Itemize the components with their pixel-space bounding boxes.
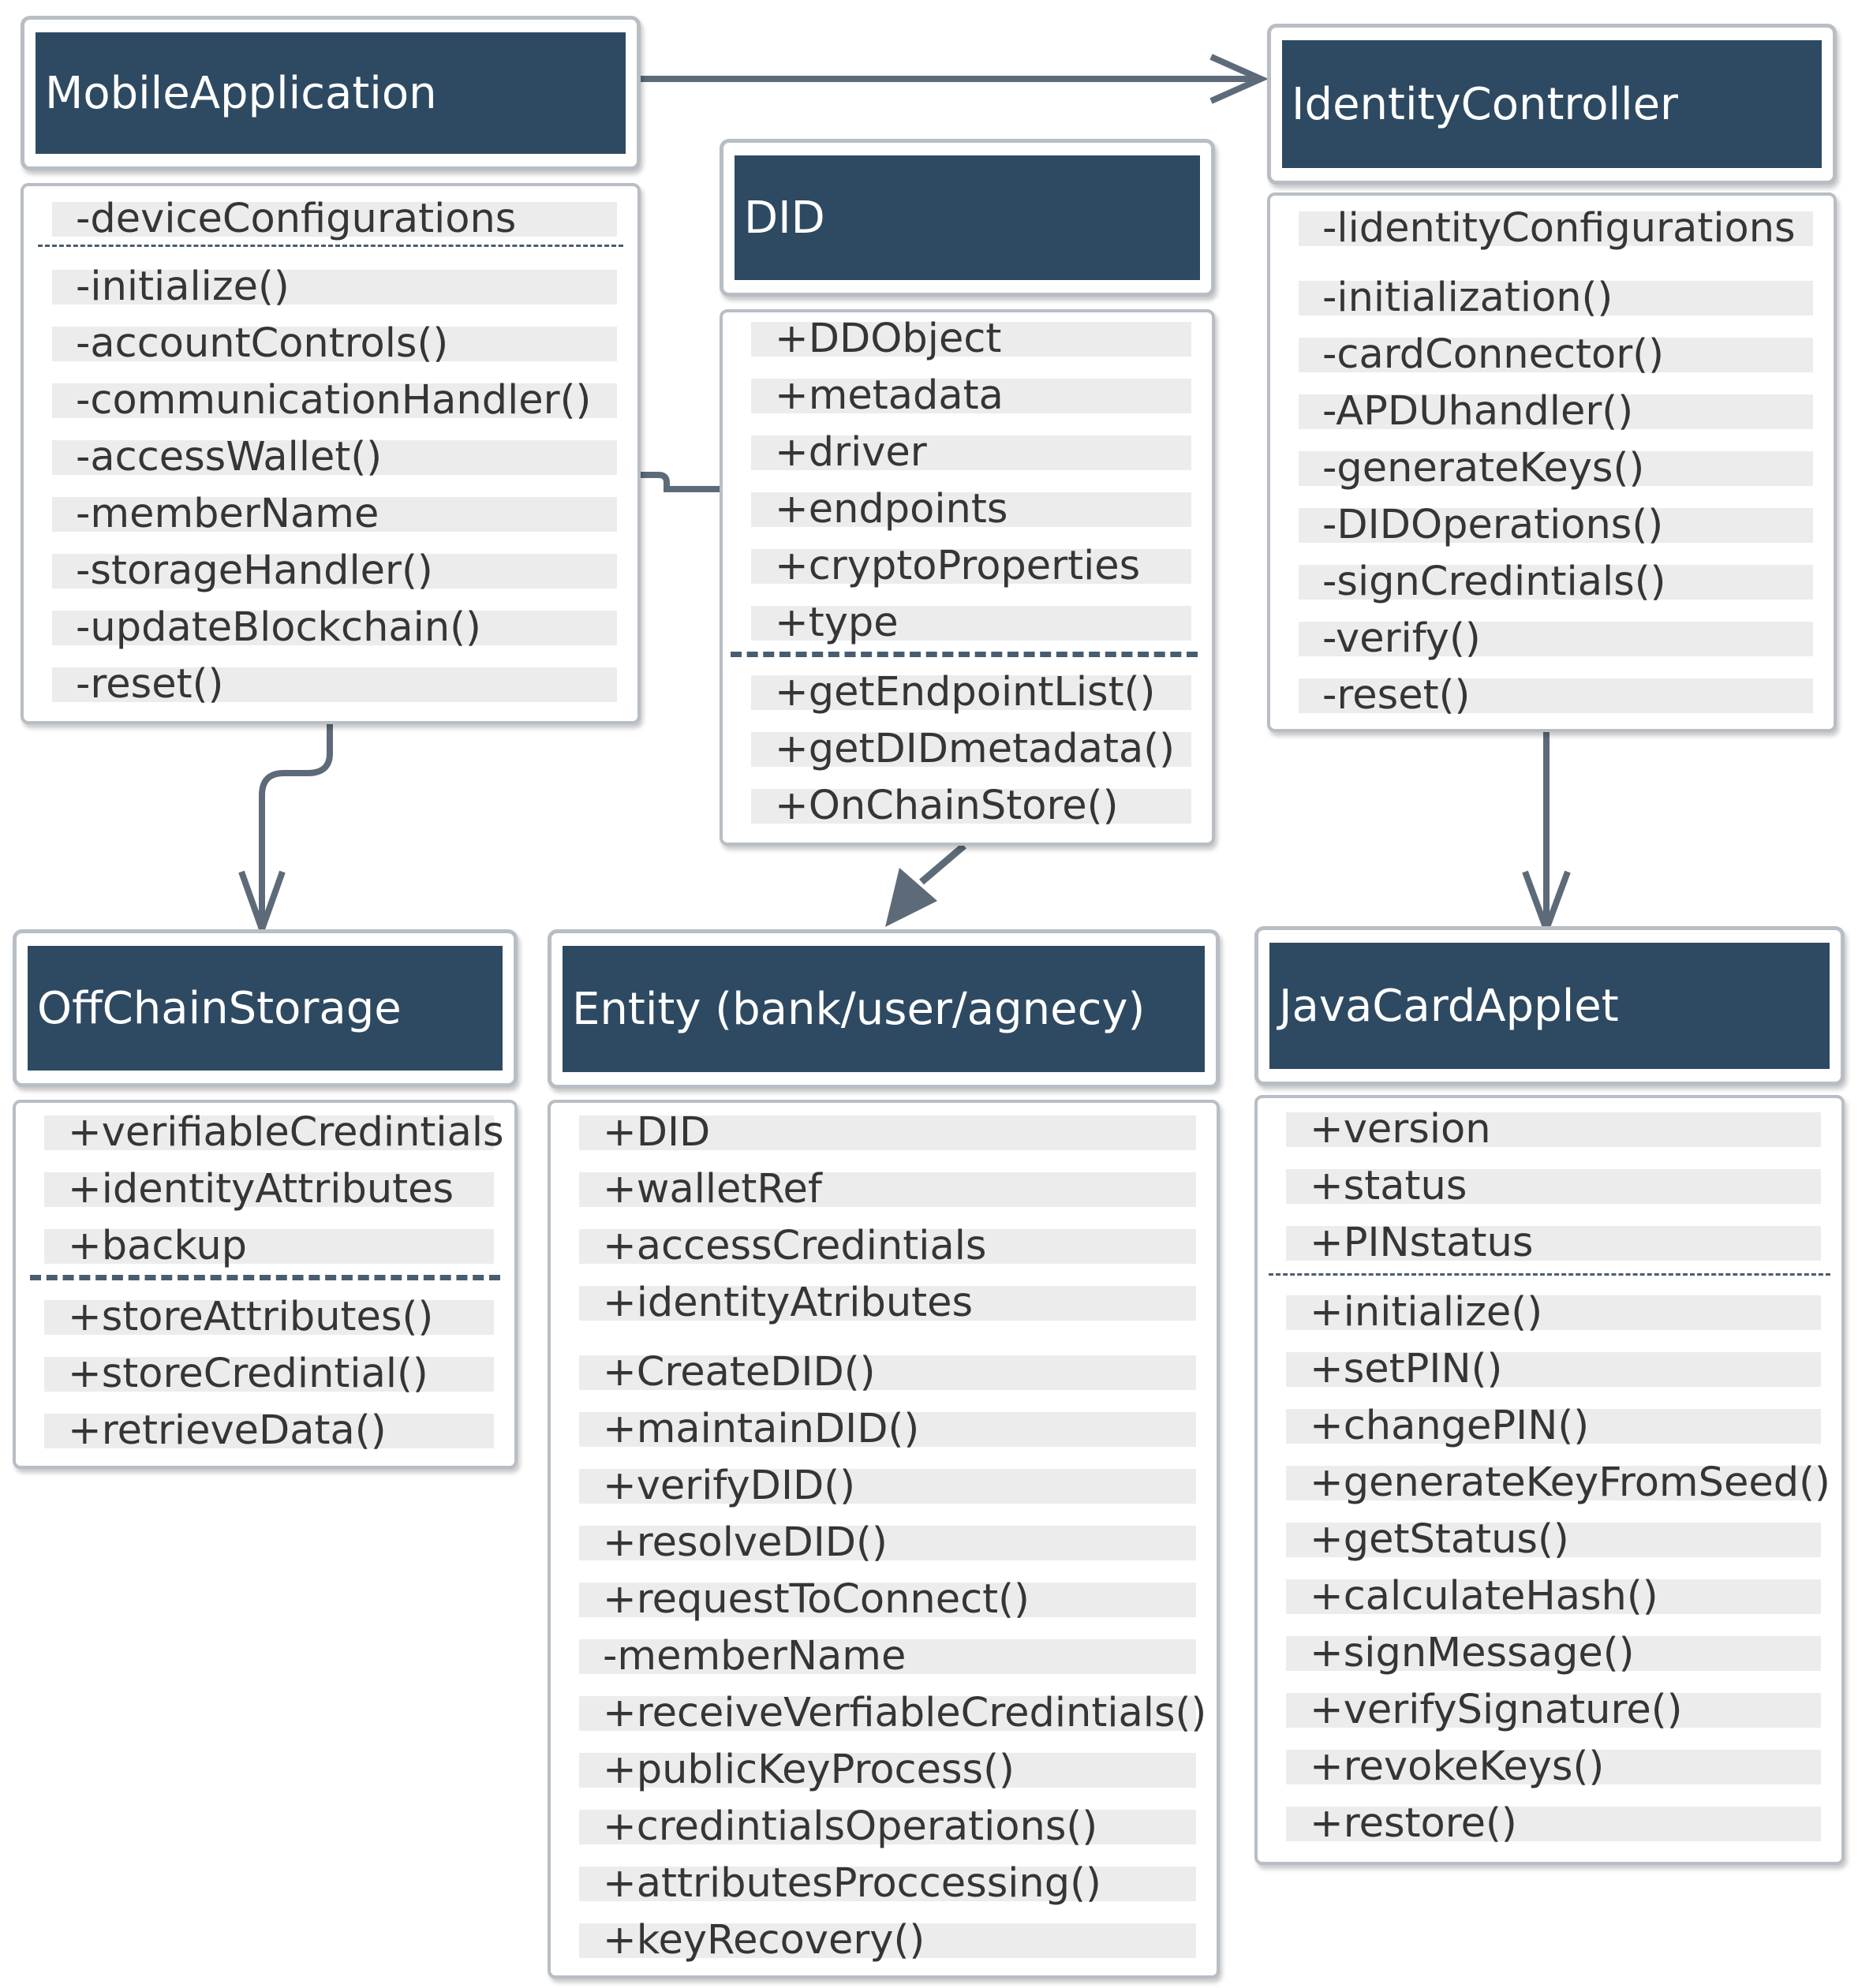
class-body: +version +status +PINstatus +initialize() +… — [1254, 1095, 1845, 1865]
class-header: DID — [720, 139, 1215, 297]
member-row: +publicKeyProcess() — [579, 1750, 1196, 1790]
class-body: +verifiableCredintials +identityAttribute… — [13, 1100, 518, 1469]
class-name: JavaCardApplet — [1269, 943, 1830, 1069]
class-body: +DDObject +metadata +driver +endpoints +cryp… — [720, 309, 1215, 846]
member-row: -memberName — [52, 494, 617, 534]
class-name: IdentityController — [1282, 40, 1822, 168]
member-row: +driver — [751, 432, 1191, 473]
member-row: +storeCredintial() — [44, 1354, 494, 1394]
member-row: -APDUhandler() — [1299, 391, 1813, 432]
member-row: +identityAttributes — [44, 1169, 494, 1209]
compartment-divider — [1269, 1273, 1830, 1276]
class-header: IdentityController — [1267, 24, 1837, 185]
member-row: -signCredintials() — [1299, 562, 1813, 602]
member-row: +getEndpointList() — [751, 672, 1191, 712]
member-row: +restore() — [1286, 1803, 1821, 1844]
member-row: -reset() — [1299, 675, 1813, 716]
class-name: OffChainStorage — [28, 946, 503, 1071]
member-row: +keyRecovery() — [579, 1920, 1196, 1960]
member-row: +attributesProccessing() — [579, 1863, 1196, 1904]
class-body: -lidentityConfigurations -initialization… — [1267, 192, 1837, 732]
member-row: -cardConnector() — [1299, 334, 1813, 375]
compartment-divider — [731, 652, 1198, 657]
member-row: +identityAtributes — [579, 1283, 1196, 1323]
member-row: +status — [1286, 1166, 1821, 1206]
member-row: +backup — [44, 1226, 494, 1266]
member-row: +receiveVerfiableCredintials() — [579, 1693, 1206, 1733]
member-row: +signMessage() — [1286, 1633, 1821, 1673]
member-row: +getDIDmetadata() — [751, 729, 1191, 769]
member-row: +DID — [579, 1112, 1196, 1153]
arrowhead-entity — [885, 868, 937, 927]
member-row: +verifiableCredintials — [44, 1112, 504, 1153]
member-row: +getStatus() — [1286, 1519, 1821, 1560]
member-row: +storeAttributes() — [44, 1297, 494, 1337]
class-body: -deviceConfigurations -initialize() -acco… — [21, 183, 641, 724]
member-row: -updateBlockchain() — [52, 607, 617, 648]
member-row: +verifyDID() — [579, 1466, 1196, 1506]
member-row: +endpoints — [751, 489, 1191, 529]
member-row: +CreateDID() — [579, 1352, 1196, 1392]
member-row: +version — [1286, 1109, 1821, 1149]
member-row: -initialization() — [1299, 278, 1813, 318]
compartment-divider — [30, 1275, 500, 1280]
member-row: -storageHandler() — [52, 551, 617, 591]
member-row: +revokeKeys() — [1286, 1747, 1821, 1787]
member-row: +walletRef — [579, 1169, 1196, 1209]
member-row: +initialize() — [1286, 1292, 1821, 1332]
member-row: +metadata — [751, 376, 1191, 416]
member-row: -lidentityConfigurations — [1299, 208, 1813, 248]
class-header: Entity (bank/user/agnecy) — [548, 929, 1220, 1089]
member-row: +PINstatus — [1286, 1223, 1821, 1263]
class-name: MobileApplication — [36, 32, 626, 154]
member-row: -accessWallet() — [52, 437, 617, 477]
member-row: -memberName — [579, 1636, 1196, 1676]
member-row: -initialize() — [52, 267, 617, 307]
connector-did-entity — [919, 843, 966, 885]
compartment-divider — [38, 245, 623, 247]
member-row: +type — [751, 603, 1191, 643]
member-row: -generateKeys() — [1299, 448, 1813, 488]
member-row: +setPIN() — [1286, 1349, 1821, 1389]
member-row: +accessCredintials — [579, 1226, 1196, 1266]
class-header: OffChainStorage — [13, 929, 518, 1087]
member-row: +calculateHash() — [1286, 1576, 1821, 1616]
member-row: -deviceConfigurations — [52, 199, 617, 239]
connector-mobile-offchain — [259, 724, 333, 927]
class-header: JavaCardApplet — [1254, 926, 1845, 1086]
class-name: Entity (bank/user/agnecy) — [563, 946, 1205, 1072]
member-row: +retrieveData() — [44, 1411, 494, 1451]
arrowhead-javacard — [1522, 870, 1571, 939]
member-row: +cryptoProperties — [751, 546, 1191, 586]
member-row: +verifySignature() — [1286, 1690, 1821, 1730]
member-row: -accountControls() — [52, 323, 617, 364]
member-row: +resolveDID() — [579, 1523, 1196, 1563]
member-row: +OnChainStore() — [751, 786, 1191, 826]
member-row: +generateKeyFromSeed() — [1286, 1463, 1830, 1503]
member-row: -DIDOperations() — [1299, 505, 1813, 545]
arrowhead-identity — [1209, 54, 1269, 104]
class-body: +DID +walletRef +accessCredintials +identit… — [548, 1100, 1220, 1979]
member-row: -reset() — [52, 664, 617, 704]
member-row: +changePIN() — [1286, 1406, 1821, 1446]
arrowhead-offchain — [238, 870, 286, 939]
class-name: DID — [735, 155, 1200, 280]
member-row: -communicationHandler() — [52, 380, 617, 420]
member-row: +credintialsOperations() — [579, 1807, 1196, 1847]
class-header: MobileApplication — [21, 16, 641, 170]
member-row: -verify() — [1299, 618, 1813, 659]
member-row: +maintainDID() — [579, 1409, 1196, 1449]
member-row: +DDObject — [751, 319, 1191, 359]
connector-mobile-did — [641, 472, 722, 492]
member-row: +requestToConnect() — [579, 1579, 1196, 1620]
